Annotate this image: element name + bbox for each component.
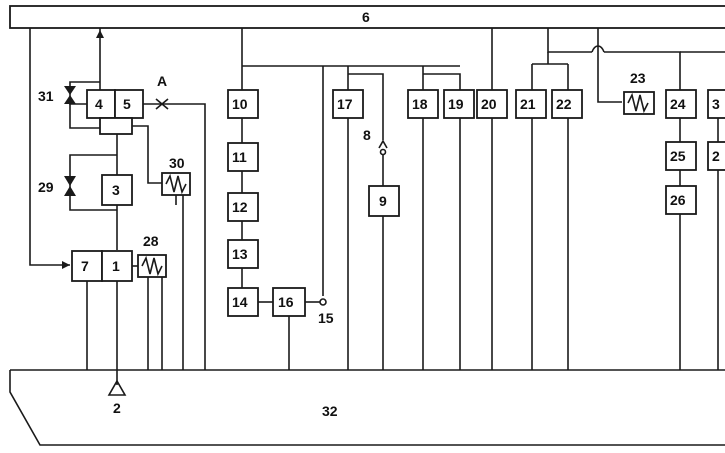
box-17 [332, 89, 364, 119]
box-12-label: 12 [232, 199, 248, 215]
box-17-label: 17 [337, 96, 353, 112]
label-29: 29 [38, 179, 54, 195]
line-to-19 [423, 73, 461, 90]
line-5-A [143, 103, 206, 370]
box-20 [476, 89, 508, 119]
line-to-30 [132, 125, 162, 184]
line-header-23 [597, 28, 622, 103]
valve-29-top [64, 176, 76, 186]
box-9-label: 9 [379, 193, 387, 209]
valve-31-top [64, 86, 76, 95]
box-24-label: 24 [670, 96, 686, 112]
box-3-label: 3 [112, 182, 120, 198]
node-15 [319, 298, 327, 306]
box-18-label: 18 [412, 96, 428, 112]
box-21 [515, 89, 547, 119]
spring-23-coil [627, 92, 649, 114]
valve-29-bottom [64, 186, 76, 196]
node-8 [379, 148, 387, 156]
base-container-label: 32 [322, 403, 338, 419]
left-loop-line [29, 28, 70, 266]
box-10-label: 10 [232, 96, 248, 112]
box-5-label: 5 [123, 96, 131, 112]
input-2-triangle [107, 379, 127, 396]
box-19-label: 19 [448, 96, 464, 112]
label-31: 31 [38, 88, 54, 104]
box-2x-partial [707, 141, 725, 171]
spring-28-coil [141, 255, 163, 277]
box-7-label: 7 [81, 258, 89, 274]
header-bar-label: 6 [362, 9, 370, 25]
label-23: 23 [630, 70, 646, 86]
label-28: 28 [143, 233, 159, 249]
label-15: 15 [318, 310, 334, 326]
box-22 [551, 89, 583, 119]
box-26-label: 26 [670, 192, 686, 208]
base-container [9, 369, 725, 446]
box-4-label: 4 [95, 96, 103, 112]
box-16-label: 16 [278, 294, 294, 310]
box-21-label: 21 [520, 96, 536, 112]
box-22-label: 22 [556, 96, 572, 112]
box-20-label: 20 [481, 96, 497, 112]
box-3x-partial [707, 89, 725, 119]
box-12 [227, 192, 259, 222]
cross-A [155, 98, 169, 110]
line-header-2122 [547, 28, 592, 53]
box-26 [665, 185, 697, 215]
box-13-label: 13 [232, 246, 248, 262]
box-3x-label: 3 [712, 96, 720, 112]
box-24 [665, 89, 697, 119]
header-bar [9, 5, 725, 29]
box-13 [227, 239, 259, 269]
arrow-up-header [96, 30, 104, 38]
box-19 [443, 89, 475, 119]
valve-8 [378, 139, 388, 149]
label-8: 8 [363, 127, 371, 143]
label-A: A [157, 73, 167, 89]
box-25-label: 25 [670, 148, 686, 164]
box-11-label: 11 [232, 149, 247, 165]
box-45-sub [99, 117, 133, 135]
line-to-8 [348, 73, 384, 140]
label-30: 30 [169, 155, 185, 171]
box-10 [227, 89, 259, 119]
box-25 [665, 141, 697, 171]
line-31-bottom [69, 104, 100, 129]
spring-30-coil [165, 173, 187, 195]
box-1-label: 1 [112, 258, 120, 274]
box-2x-label: 2 [712, 148, 720, 164]
box-14-label: 14 [232, 294, 248, 310]
line-split-21-22 [531, 52, 569, 90]
box-11 [227, 142, 259, 172]
box-9 [368, 185, 400, 217]
valve-31-bottom [64, 95, 76, 104]
label-2: 2 [113, 400, 121, 416]
arrow-into-7 [62, 261, 70, 269]
